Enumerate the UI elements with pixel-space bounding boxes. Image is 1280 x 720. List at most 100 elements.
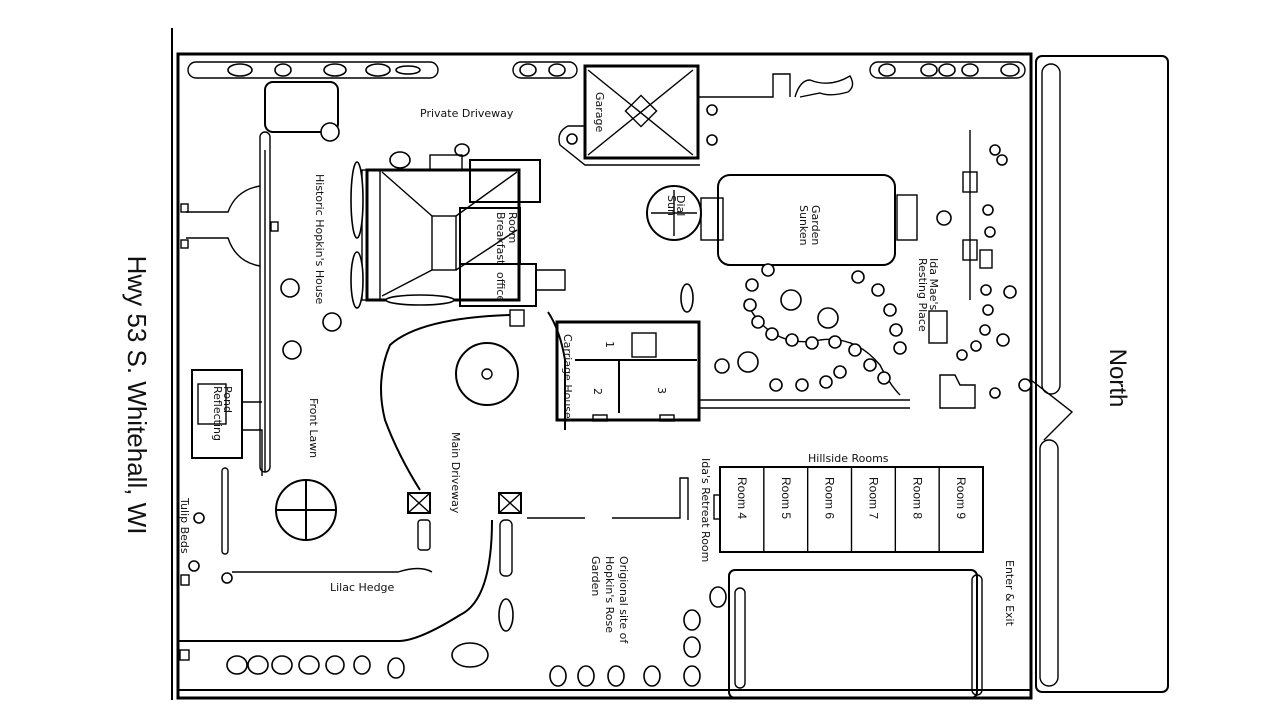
tree (322, 312, 342, 332)
reflecting-pond-label-line: Pond (221, 386, 234, 413)
breakfast-room-label-line: Room (506, 212, 519, 243)
sun-dial-grid (651, 190, 697, 236)
tulip-beds-label: Tulip Beds (178, 497, 191, 554)
rose-garden-walls (527, 477, 689, 520)
office-label: office (494, 272, 507, 302)
hillside-room-label: Room 6 (823, 477, 837, 519)
garden-walk (699, 399, 910, 409)
shrub (680, 283, 694, 313)
bottom-shrub-row (226, 586, 727, 687)
rose-garden-label-line: Origional site of (617, 556, 630, 644)
shrub (961, 63, 979, 77)
tree (320, 122, 340, 142)
house-chimney (431, 215, 457, 271)
hillside-room-label: Room 8 (910, 477, 924, 519)
lilac-hedge (232, 567, 433, 573)
main-driveway-label: Main Driveway (449, 432, 462, 514)
highway-label: Hwy 53 S. Whitehall, WI (122, 256, 152, 535)
idas-retreat-door (713, 494, 721, 520)
shrub (395, 65, 421, 75)
shrub (1000, 63, 1020, 77)
resting-place-stone (928, 310, 948, 344)
driveway-gate (407, 492, 431, 514)
room-2-label: 2 (591, 388, 604, 395)
carriage-step (592, 414, 608, 422)
garage-label: Garage (593, 92, 606, 133)
top-hedge-left (187, 61, 439, 79)
serpentine-garden-shrubs (714, 263, 907, 392)
reflecting-pond-label-line: Reflecting (211, 386, 224, 441)
reflecting-pond (197, 383, 227, 425)
east-gazebo (939, 374, 976, 409)
room-1-label: 1 (603, 341, 616, 348)
planter (499, 519, 513, 577)
foundation-shrub (350, 251, 364, 309)
shrub (274, 63, 292, 77)
gate-x (498, 492, 522, 514)
shrub (451, 642, 489, 668)
rose-garden-label-line: Garden (589, 556, 602, 596)
east-post (962, 171, 978, 193)
lamp-post (270, 221, 279, 232)
hillside-rooms-label: Hillside Rooms (808, 452, 889, 465)
driveway-gate (498, 492, 522, 514)
garage (583, 64, 700, 160)
shrub (519, 63, 537, 77)
east-parking-median (971, 574, 983, 696)
foundation-shrub (350, 161, 364, 239)
carriage-house (555, 320, 701, 422)
garage-side-path (698, 73, 791, 98)
north-road (1035, 55, 1169, 693)
sunken-garden-label-line: Garden (809, 205, 822, 245)
sunken-garden (717, 174, 896, 266)
pond-walk (242, 401, 263, 476)
reflecting-pond-label: ReflectingPond (211, 386, 234, 441)
carriage-house-label: Carriage House (561, 334, 574, 419)
tree (280, 278, 300, 298)
lilac-hedge-label: Lilac Hedge (330, 581, 395, 594)
shrub (548, 63, 566, 77)
sun-dial-label: SunDial (665, 195, 687, 216)
shrub (920, 63, 938, 77)
hillside-room-label: Room 5 (779, 477, 793, 519)
garage-roof-lines (587, 69, 694, 156)
front-lawn-label: Front Lawn (307, 398, 320, 458)
garage-cupola (624, 94, 658, 128)
house-south-bed (385, 294, 455, 306)
shrub (221, 572, 233, 584)
sun-dial-steps (700, 197, 724, 241)
room-3-label: 3 (655, 387, 668, 394)
tulip-bed-strip (221, 467, 229, 555)
resting-place-label-line: Ida Mae's (927, 258, 940, 310)
shrub (706, 104, 718, 116)
rose-garden-label: Origional site ofHopkin's RoseGarden (589, 556, 630, 644)
house-porch (361, 169, 381, 301)
shrub (193, 512, 205, 524)
corner-post (180, 574, 190, 586)
east-shrub-line (936, 144, 1032, 399)
main-driveway (380, 311, 566, 491)
east-post (979, 249, 993, 269)
gate-post (180, 203, 189, 213)
enter-exit-label: Enter & Exit (1003, 560, 1016, 627)
shrub (878, 63, 896, 77)
shrub (706, 134, 718, 146)
sunken-garden-label: SunkenGarden (797, 205, 822, 246)
north-porch (429, 154, 463, 171)
shrub (323, 63, 347, 77)
rose-garden-label-line: Hopkin's Rose (603, 556, 616, 633)
hillside-room-label: Room 7 (866, 477, 880, 519)
carriage-step (659, 414, 675, 422)
carriage-stair (631, 332, 657, 358)
idas-retreat-label: Ida's Retreat Room (699, 458, 712, 562)
private-driveway-label: Private Driveway (420, 107, 514, 120)
resting-place-label-line: Resting Place (916, 258, 929, 332)
east-parking-median (734, 587, 746, 689)
sunken-garden-steps (896, 194, 918, 241)
north-label: North (1104, 349, 1131, 408)
shrub (227, 63, 253, 77)
breakfast-room-label: BreakfastRoom (494, 212, 519, 265)
reflecting-pond-basin (191, 369, 243, 459)
